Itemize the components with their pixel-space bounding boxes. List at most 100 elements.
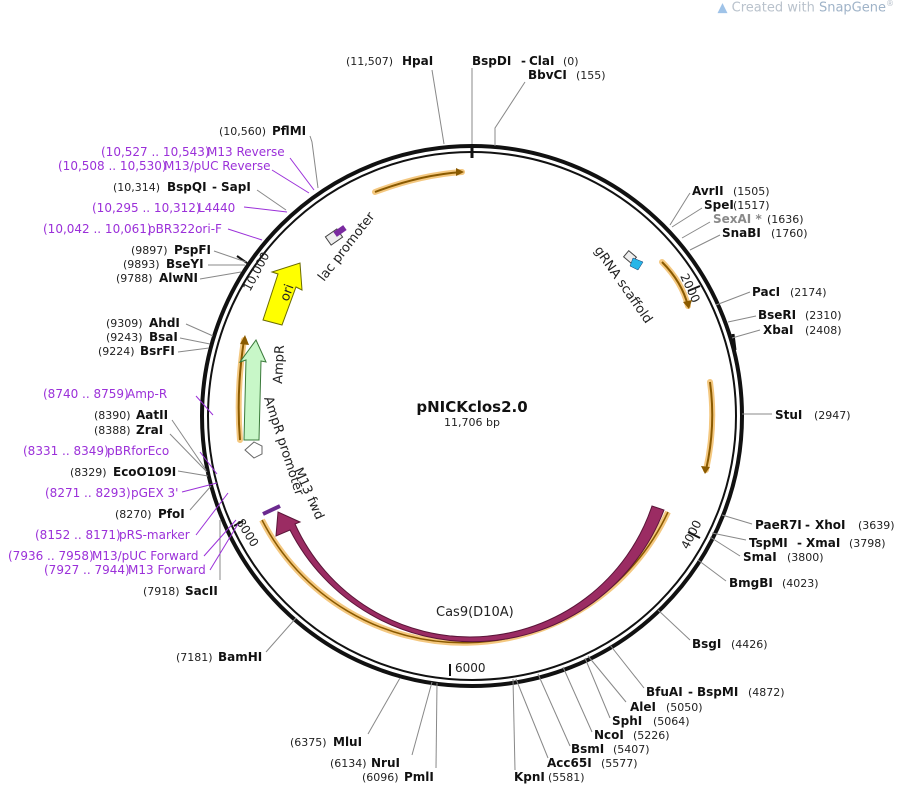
svg-text:(10,560): (10,560) bbox=[219, 125, 266, 138]
grna-scaffold-label: gRNA scaffold bbox=[591, 244, 655, 327]
site-bmgbi[interactable]: BmgBI (4023) bbox=[697, 559, 819, 590]
site-smai[interactable]: SmaI (3800) bbox=[709, 536, 824, 564]
svg-text:PfoI: PfoI bbox=[158, 507, 185, 521]
ampr-label: AmpR bbox=[271, 345, 288, 385]
site-avrii[interactable]: AvrII (1505) bbox=[669, 184, 770, 226]
site-bseri[interactable]: BseRI (2310) bbox=[727, 308, 842, 323]
site-ecoo109i[interactable]: (8329) EcoO109I bbox=[70, 465, 209, 479]
site-pfoi[interactable]: (8270) PfoI bbox=[115, 485, 212, 521]
svg-text:pBRforEco: pBRforEco bbox=[107, 444, 169, 458]
svg-text:(8270): (8270) bbox=[115, 508, 152, 521]
svg-text:(1636): (1636) bbox=[767, 213, 804, 226]
svg-text:BsgI: BsgI bbox=[692, 637, 721, 651]
primer-pbr322ori-f[interactable]: (10,042 .. 10,061) pBR322ori-F bbox=[43, 222, 263, 241]
svg-text:M13 Forward: M13 Forward bbox=[128, 563, 206, 577]
ori-feature bbox=[262, 262, 303, 326]
site-bfuai-bspmi[interactable]: BfuAI - BspMI (4872) bbox=[609, 644, 785, 699]
svg-text:TspMI: TspMI bbox=[749, 536, 788, 550]
site-alwni[interactable]: (9788) AlwNI bbox=[116, 271, 242, 285]
site-nrui[interactable]: (6134) NruI bbox=[330, 681, 433, 770]
site-bsgi[interactable]: BsgI (4426) bbox=[657, 609, 768, 651]
site-bseyi[interactable]: (9893) BseYI bbox=[123, 257, 245, 271]
site-bspdi-clai[interactable]: BspDI - ClaI (0) bbox=[471, 54, 579, 144]
site-bamhi[interactable]: (7181) BamHI bbox=[176, 617, 297, 664]
site-bsrfi[interactable]: (9224) BsrFI bbox=[98, 344, 210, 358]
cas9-label: Cas9(D10A) bbox=[436, 605, 514, 620]
site-xbai[interactable]: XbaI (2408) bbox=[731, 323, 842, 339]
svg-text:(6134): (6134) bbox=[330, 757, 367, 770]
primer-pbrforeco[interactable]: (8331 .. 8349) pBRforEco bbox=[23, 444, 218, 475]
tick-4000 bbox=[687, 531, 701, 539]
svg-text:(8388): (8388) bbox=[94, 424, 131, 437]
site-mlui[interactable]: (6375) MluI bbox=[290, 677, 401, 749]
primer-amp-r[interactable]: (8740 .. 8759) Amp-R bbox=[43, 387, 214, 416]
site-sacii[interactable]: (7918) SacII bbox=[143, 520, 221, 598]
primer-m13-forward[interactable]: (7927 .. 7944) M13 Forward bbox=[44, 523, 239, 577]
site-paci[interactable]: PacI (2174) bbox=[715, 285, 827, 306]
primer-pgex-3[interactable]: (8271 .. 8293) pGEX 3' bbox=[45, 482, 218, 500]
lac-promoter-label: lac promoter bbox=[315, 209, 378, 284]
site-pflmi[interactable]: (10,560) PflMI bbox=[219, 124, 319, 189]
svg-text:-: - bbox=[805, 518, 810, 532]
site-aatii[interactable]: (8390) AatII bbox=[94, 408, 207, 471]
site-hpai[interactable]: (11,507) HpaI bbox=[346, 54, 445, 145]
svg-text:BfuAI: BfuAI bbox=[646, 685, 683, 699]
primer-l4440[interactable]: (10,295 .. 10,312) L4440 bbox=[92, 201, 288, 215]
site-kpni[interactable]: KpnI bbox=[512, 678, 545, 784]
site-pspfi[interactable]: (9897) PspFI bbox=[131, 243, 247, 263]
svg-text:BspMI: BspMI bbox=[697, 685, 738, 699]
svg-text:pGEX 3': pGEX 3' bbox=[131, 486, 178, 500]
svg-text:-: - bbox=[521, 54, 526, 68]
svg-text:AhdI: AhdI bbox=[149, 316, 180, 330]
svg-text:SphI: SphI bbox=[612, 714, 642, 728]
site-sphi[interactable]: SphI (5064) bbox=[584, 657, 690, 728]
site-stui[interactable]: StuI (2947) bbox=[742, 408, 851, 422]
orf-top-arrow bbox=[372, 169, 465, 195]
svg-text:-: - bbox=[797, 536, 802, 550]
site-ncoi[interactable]: NcoI (5226) bbox=[562, 666, 670, 742]
svg-text:(5050): (5050) bbox=[666, 701, 703, 714]
primer-prs-marker[interactable]: (8152 .. 8171) pRS-marker bbox=[35, 492, 229, 542]
svg-text:BseRI: BseRI bbox=[758, 308, 796, 322]
svg-text:(2310): (2310) bbox=[805, 309, 842, 322]
site-zrai[interactable]: (8388) ZraI bbox=[94, 423, 208, 473]
svg-text:(9243): (9243) bbox=[106, 331, 143, 344]
site-snabi[interactable]: SnaBI (1760) bbox=[689, 226, 808, 251]
site-bspqi-sapi[interactable]: (10,314) BspQI - SapI bbox=[113, 180, 287, 211]
site-ahdi[interactable]: (9309) AhdI bbox=[106, 316, 214, 337]
svg-text:BspDI: BspDI bbox=[472, 54, 511, 68]
svg-text:AvrII: AvrII bbox=[692, 184, 724, 198]
site-bbvci[interactable]: BbvCI (155) bbox=[494, 68, 606, 146]
site-bsmi[interactable]: BsmI (5407) bbox=[537, 673, 650, 756]
primer-m13-puc-reverse[interactable]: (10,508 .. 10,530) M13/pUC Reverse bbox=[58, 159, 310, 194]
site-spei[interactable]: SpeI (1517) bbox=[671, 198, 770, 228]
site-pmli[interactable]: (6096) PmlI bbox=[362, 682, 438, 784]
svg-text:(7936 .. 7958): (7936 .. 7958) bbox=[8, 549, 94, 563]
svg-text:BsaI: BsaI bbox=[149, 330, 178, 344]
svg-text:PacI: PacI bbox=[752, 285, 780, 299]
svg-text:XbaI: XbaI bbox=[763, 323, 793, 337]
svg-text:SacII: SacII bbox=[185, 584, 218, 598]
site-sexai[interactable]: SexAI * (1636) bbox=[681, 212, 804, 239]
svg-text:(2947): (2947) bbox=[814, 409, 851, 422]
primer-m13-puc-forward[interactable]: (7936 .. 7958) M13/pUC Forward bbox=[8, 519, 237, 563]
site-tspmi-xmai[interactable]: TspMI - XmaI (3798) bbox=[711, 532, 886, 550]
svg-text:(10,042 .. 10,061): (10,042 .. 10,061) bbox=[43, 222, 152, 236]
svg-text:(0): (0) bbox=[563, 55, 579, 68]
m13-fwd-feature bbox=[262, 504, 281, 516]
svg-text:(10,295 .. 10,312): (10,295 .. 10,312) bbox=[92, 201, 201, 215]
ori-label: ori bbox=[278, 282, 298, 303]
svg-text:SapI: SapI bbox=[221, 180, 251, 194]
svg-text:pRS-marker: pRS-marker bbox=[119, 528, 190, 542]
svg-text:BmgBI: BmgBI bbox=[729, 576, 773, 590]
svg-text:(10,508 .. 10,530): (10,508 .. 10,530) bbox=[58, 159, 167, 173]
site-bsai[interactable]: (9243) BsaI bbox=[106, 330, 211, 345]
svg-text:(5407): (5407) bbox=[613, 743, 650, 756]
site-alei[interactable]: AleI (5050) bbox=[587, 655, 703, 714]
site-acc65i[interactable]: Acc65I (5577) bbox=[515, 678, 638, 770]
ampr-promoter-feature bbox=[244, 441, 263, 459]
site-paer7i-xhoi[interactable]: PaeR7I - XhoI (3639) bbox=[721, 514, 895, 532]
svg-text:(7927 .. 7944): (7927 .. 7944) bbox=[44, 563, 130, 577]
svg-text:ZraI: ZraI bbox=[136, 423, 163, 437]
primer-m13-reverse[interactable]: (10,527 .. 10,543) M13 Reverse bbox=[101, 145, 315, 191]
